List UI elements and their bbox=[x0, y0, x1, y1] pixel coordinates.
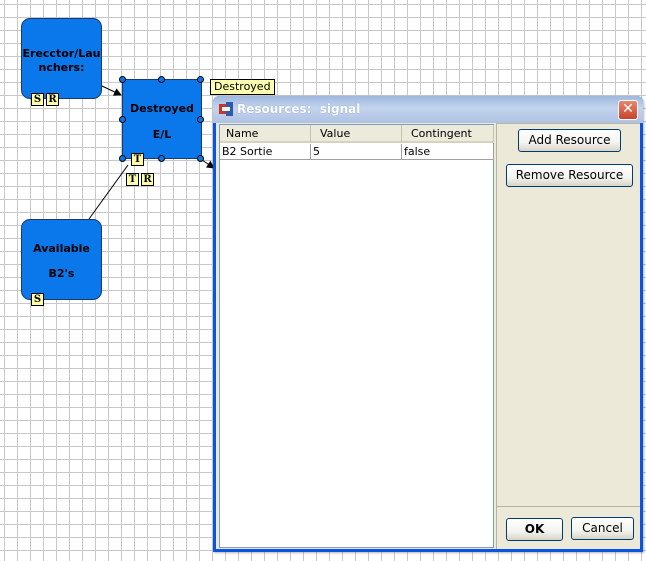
remove-resource-button[interactable]: Remove Resource bbox=[506, 164, 633, 187]
edge-label-destroyed[interactable]: Destroyed bbox=[210, 79, 275, 95]
resize-handle[interactable] bbox=[197, 116, 204, 123]
dialog-body: Name Value Contingent B2 Sortie 5 false … bbox=[216, 123, 640, 549]
node-label-line1: Available bbox=[33, 242, 90, 255]
close-icon: ✕ bbox=[622, 101, 634, 117]
edge-erector-to-destroyed[interactable] bbox=[101, 85, 122, 96]
cell-value[interactable]: 5 bbox=[311, 144, 402, 160]
resources-table[interactable]: Name Value Contingent B2 Sortie 5 false bbox=[219, 124, 494, 548]
edge-available-to-destroyed[interactable] bbox=[88, 164, 129, 220]
resources-dialog: Resources: signal ✕ Name Value Contingen… bbox=[213, 96, 643, 552]
cell-contingent[interactable]: false bbox=[402, 144, 494, 160]
table-row[interactable]: B2 Sortie 5 false bbox=[220, 144, 496, 160]
app-icon bbox=[219, 102, 233, 116]
column-header-name[interactable]: Name bbox=[220, 125, 311, 143]
dialog-titlebar[interactable]: Resources: signal ✕ bbox=[213, 96, 643, 123]
node-erector-launchers[interactable]: Erecctor/Lau nchers: bbox=[21, 18, 102, 99]
ok-button[interactable]: OK bbox=[506, 518, 563, 541]
resize-handle[interactable] bbox=[119, 76, 126, 83]
badge-r[interactable]: R bbox=[46, 93, 59, 106]
resize-handle[interactable] bbox=[197, 155, 204, 162]
node-destroyed-el[interactable]: Destroyed E/L bbox=[122, 79, 202, 159]
button-panel: Add Resource Remove Resource OK Cancel bbox=[496, 123, 640, 549]
resize-handle[interactable] bbox=[158, 76, 165, 83]
edge-destroyed-out[interactable] bbox=[201, 159, 215, 169]
node-label-line1: Erecctor/Lau bbox=[22, 47, 101, 60]
badge-t[interactable]: T bbox=[126, 173, 139, 186]
cell-name[interactable]: B2 Sortie bbox=[220, 144, 311, 160]
resize-handle[interactable] bbox=[197, 76, 204, 83]
node-label-line2: nchers: bbox=[38, 61, 85, 74]
badge-s[interactable]: S bbox=[31, 93, 44, 106]
resize-handle[interactable] bbox=[119, 155, 126, 162]
node-label-line2: E/L bbox=[152, 128, 172, 141]
resize-handle[interactable] bbox=[119, 116, 126, 123]
node-label-line1: Destroyed bbox=[130, 102, 194, 115]
badge-t[interactable]: T bbox=[131, 153, 144, 166]
cancel-button[interactable]: Cancel bbox=[571, 517, 634, 540]
badge-r[interactable]: R bbox=[141, 173, 154, 186]
table-header: Name Value Contingent bbox=[220, 125, 494, 144]
node-available-b2s[interactable]: Available B2's bbox=[21, 219, 102, 300]
resize-handle[interactable] bbox=[158, 155, 165, 162]
column-header-value[interactable]: Value bbox=[311, 125, 402, 143]
dialog-title: Resources: signal bbox=[237, 102, 361, 116]
column-header-contingent[interactable]: Contingent bbox=[402, 125, 494, 143]
close-button[interactable]: ✕ bbox=[618, 100, 638, 120]
badge-s[interactable]: S bbox=[31, 293, 44, 306]
add-resource-button[interactable]: Add Resource bbox=[518, 129, 621, 152]
separator bbox=[497, 506, 640, 507]
node-label-line2: B2's bbox=[48, 267, 75, 280]
